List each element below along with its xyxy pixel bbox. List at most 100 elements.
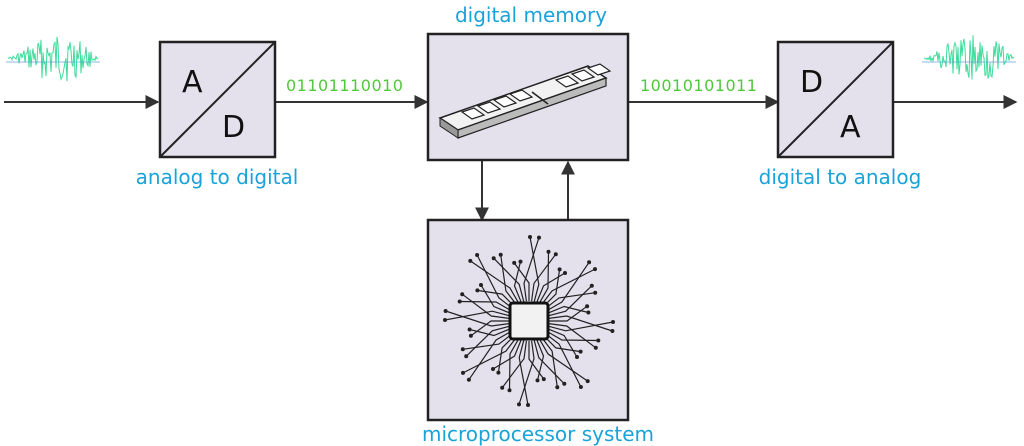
- trace-pad: [479, 283, 483, 287]
- chip-trace: [518, 340, 529, 406]
- trace-pad: [593, 267, 597, 272]
- trace-pad: [553, 252, 558, 257]
- trace-pad: [496, 370, 501, 375]
- chip-trace: [533, 340, 565, 385]
- trace-pad: [512, 260, 517, 265]
- trace-pad: [562, 381, 567, 386]
- dac-letter-bottom: A: [840, 110, 861, 145]
- ram-chip: [508, 89, 534, 102]
- trace-pad: [587, 260, 592, 265]
- trace-pad: [537, 235, 541, 240]
- chip-trace: [445, 310, 510, 327]
- trace-pad: [460, 292, 465, 297]
- trace-pad: [610, 329, 615, 333]
- memory-label: digital memory: [455, 3, 607, 27]
- memory-block: [426, 32, 630, 162]
- ram-chip: [586, 63, 612, 76]
- trace-pad: [500, 385, 505, 390]
- chip-trace: [538, 338, 589, 382]
- chip-traces: [443, 235, 615, 407]
- chip-trace: [548, 285, 593, 317]
- trace-pad: [517, 402, 521, 407]
- chip-trace: [508, 338, 520, 391]
- trace-pad: [557, 267, 562, 272]
- ram-chip: [570, 69, 596, 82]
- trace-pad: [546, 249, 551, 254]
- ram-chip: [554, 75, 580, 88]
- chip-trace: [470, 320, 509, 337]
- trace-pad: [611, 320, 615, 324]
- chip-trace: [476, 254, 514, 310]
- trace-pad: [585, 379, 590, 384]
- chip-trace: [548, 321, 614, 332]
- trace-pad: [526, 403, 530, 407]
- trace-pad: [467, 327, 472, 332]
- adc-block: A D: [158, 40, 277, 159]
- trace-pad: [563, 271, 567, 275]
- dac-letter-top: D: [800, 65, 823, 100]
- ram-module-icon: [438, 63, 612, 139]
- chip-trace: [518, 340, 535, 405]
- trace-pad: [491, 256, 496, 261]
- trace-pad: [475, 288, 480, 293]
- chip-trace: [544, 332, 582, 388]
- trace-pad: [555, 385, 560, 390]
- chip-icon: [508, 301, 550, 341]
- ram-chip: [476, 101, 502, 114]
- dac-block: D A: [776, 40, 895, 159]
- trace-pad: [457, 299, 462, 304]
- chip-trace: [459, 300, 512, 312]
- chip-trace: [513, 262, 530, 301]
- chip-trace: [465, 325, 510, 357]
- chip-trace: [528, 341, 545, 380]
- cpu-block: [426, 218, 630, 422]
- trace-pad: [468, 258, 473, 263]
- chip-trace: [538, 251, 550, 304]
- chip-trace: [529, 236, 540, 302]
- trace-pad: [593, 290, 598, 295]
- trace-pad: [528, 235, 532, 239]
- trace-pad: [461, 370, 465, 375]
- trace-pad: [586, 310, 591, 315]
- output-waveform-icon: [922, 35, 1016, 80]
- chip-trace: [493, 257, 525, 302]
- dac-label: digital to analog: [759, 165, 922, 189]
- trace-pad: [507, 388, 512, 393]
- adc-label: analog to digital: [136, 165, 299, 189]
- ram-chip: [460, 107, 486, 120]
- input-waveform-icon: [6, 36, 100, 82]
- chip-trace: [548, 315, 613, 332]
- trace-pad: [535, 378, 540, 383]
- trace-pad: [466, 377, 471, 382]
- trace-pad: [593, 345, 598, 350]
- trace-pad: [585, 304, 590, 309]
- trace-pad: [518, 259, 523, 264]
- trace-pad: [498, 252, 503, 257]
- trace-pad: [475, 253, 480, 257]
- chip-trace: [444, 310, 510, 321]
- output-bitstream: 10010101011: [640, 76, 757, 95]
- input-bitstream: 01101110010: [286, 76, 403, 95]
- adc-letter-bottom: D: [222, 110, 245, 145]
- trace-pad: [575, 355, 579, 359]
- adc-letter-top: A: [182, 65, 203, 100]
- chip-trace: [546, 261, 590, 312]
- trace-pad: [491, 367, 495, 371]
- trace-pad: [578, 349, 583, 354]
- trace-pad: [578, 385, 583, 389]
- chip-trace: [468, 330, 512, 381]
- trace-pad: [468, 333, 473, 338]
- chip-trace: [523, 237, 540, 302]
- chip-trace: [546, 330, 599, 342]
- trace-pad: [589, 283, 594, 288]
- trace-pad: [541, 377, 546, 382]
- trace-pad: [596, 338, 601, 343]
- cpu-label: microprocessor system: [422, 422, 654, 446]
- trace-pad: [443, 309, 448, 313]
- chip-trace: [540, 268, 596, 306]
- trace-pad: [443, 318, 447, 322]
- chip-trace: [462, 336, 518, 374]
- chip-trace: [547, 305, 589, 314]
